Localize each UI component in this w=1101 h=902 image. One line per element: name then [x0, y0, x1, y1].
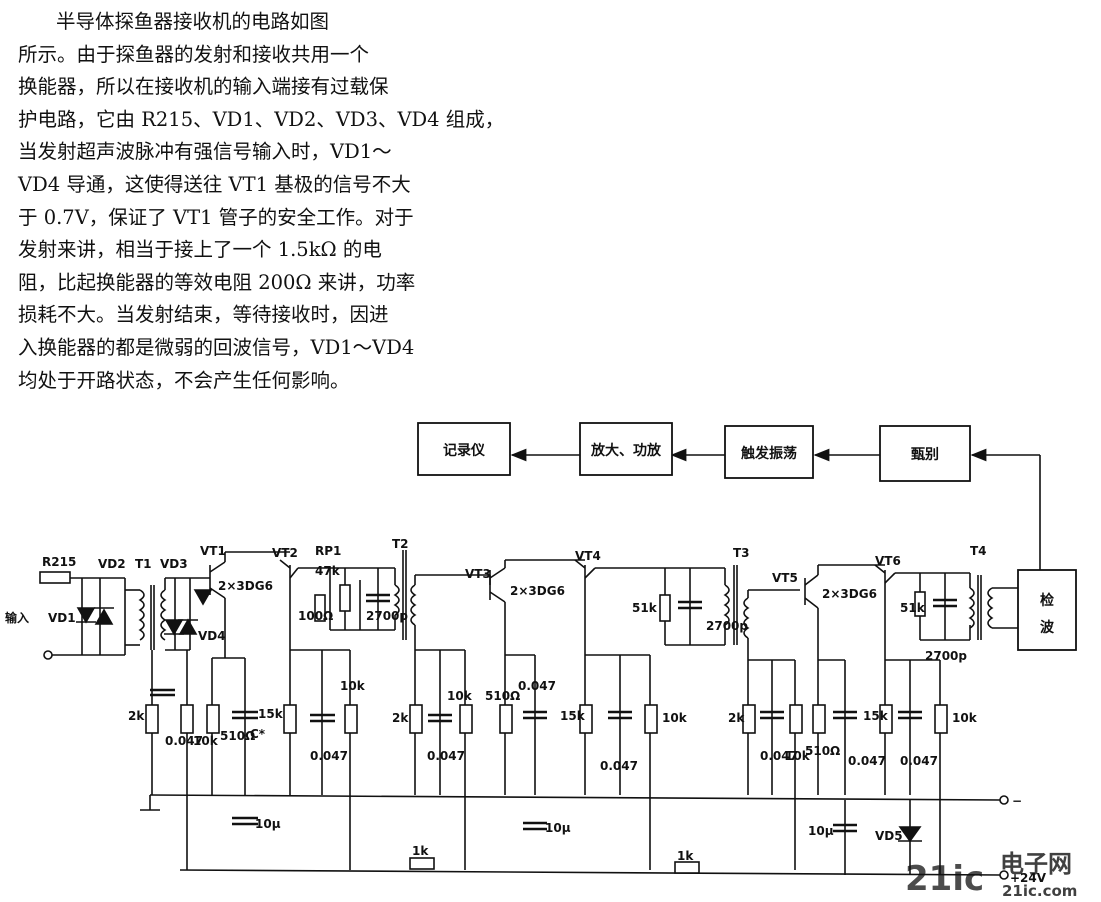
- r10k-c-label: 10k: [447, 689, 473, 703]
- r1k-a-label: 1k: [412, 844, 429, 858]
- detector-block-line2: 波: [1040, 619, 1055, 636]
- vd4-label: VD4: [198, 629, 226, 643]
- r15k-a-label: 15k: [560, 709, 586, 723]
- detector-block-line1: 检: [1040, 592, 1054, 609]
- text-line: 所示。由于探鱼器的发射和接收共用一个: [18, 42, 370, 66]
- r510-c-label: 510Ω: [805, 744, 840, 758]
- text-line: 均处于开路状态，不会产生任何影响。: [18, 368, 350, 392]
- watermark-domain: 21ic.com: [1002, 882, 1077, 900]
- vd2-label: VD2: [98, 557, 126, 571]
- text-line: 于 0.7V，保证了 VT1 管子的安全工作。对于: [18, 205, 414, 229]
- vd1-label: VD1: [48, 611, 76, 625]
- c2700b-label: 2700p: [706, 619, 748, 633]
- t2-label: T2: [392, 537, 409, 551]
- pair2-label: 2×3DG6: [510, 584, 565, 598]
- text-line: 入换能器的都是微弱的回波信号，VD1～VD4: [18, 335, 415, 359]
- component-labels: 输入 R215 VD1 VD2 T1 VD3 VD4 VT1 2×3DG6 VT…: [5, 537, 1047, 885]
- capacitors: [150, 593, 957, 833]
- c15k-label: 15k: [258, 707, 284, 721]
- r10k-b-label: 10k: [340, 679, 366, 693]
- description-text: 半导体探鱼器接收机的电路如图 所示。由于探鱼器的发射和接收共用一个 换能器，所以…: [18, 6, 505, 397]
- resistor-r215: [39, 571, 71, 584]
- r51k-b-label: 51k: [900, 601, 926, 615]
- vt5-label: VT5: [772, 571, 798, 585]
- text-line: 发射来讲，相当于接上了一个 1.5kΩ 的电: [18, 238, 382, 262]
- text-line: 当发射超声波脉冲有强信号输入时，VD1～: [18, 140, 392, 164]
- amplifier-block: 放大、功放: [590, 442, 662, 459]
- rp1-value-label: 47k: [315, 564, 341, 578]
- text-line: 半导体探鱼器接收机的电路如图: [56, 10, 330, 33]
- wiring: [50, 448, 1041, 876]
- r10k-f-label: 10k: [952, 711, 978, 725]
- r10k-e-label: 10k: [785, 749, 811, 763]
- trigger-oscillator-block: 触发振荡: [740, 445, 797, 462]
- text-line: VD4 导通，这使得送往 VT1 基极的信号不大: [18, 172, 411, 196]
- watermark: 21ic 电子网 21ic.com: [905, 850, 1077, 900]
- c10u-a-label: 10μ: [255, 817, 281, 831]
- t4-label: T4: [970, 544, 987, 558]
- c10u-b-label: 10μ: [545, 821, 571, 835]
- minus-label: −: [1012, 794, 1022, 808]
- c047-b-label: 0.047: [310, 749, 348, 763]
- t1-label: T1: [135, 557, 152, 571]
- vt6-label: VT6: [875, 554, 901, 568]
- t3-label: T3: [733, 546, 750, 560]
- plus24v-label: +24V: [1010, 871, 1047, 885]
- c047-g-label: 0.047: [848, 754, 886, 768]
- c10u-c-label: 10μ: [808, 824, 834, 838]
- r2k-c-label: 2k: [728, 711, 745, 725]
- vd3-label: VD3: [160, 557, 188, 571]
- r51k-a-label: 51k: [632, 601, 658, 615]
- r10k-d-label: 10k: [662, 711, 688, 725]
- r215-label: R215: [42, 555, 76, 569]
- r510-a-label: 510Ω: [220, 729, 255, 743]
- c2700a-label: 2700p: [366, 609, 408, 623]
- r10k-a-label: 10k: [193, 734, 219, 748]
- text-line: 损耗不大。当发射结束，等待接收时，因进: [18, 303, 389, 327]
- text-line: 换能器，所以在接收机的输入端接有过载保: [18, 75, 389, 99]
- pair1-label: 2×3DG6: [218, 579, 273, 593]
- block-diagram: 记录仪 放大、功放 触发振荡 甄别 检 波: [417, 422, 1077, 651]
- c047-f-label: 0.047: [760, 749, 798, 763]
- rp1-label: RP1: [315, 544, 341, 558]
- cstar-label: C*: [250, 727, 266, 741]
- r1k-b-label: 1k: [677, 849, 694, 863]
- c047-d-label: 0.047: [518, 679, 556, 693]
- input-label: 输入: [5, 610, 29, 625]
- r15k-b-label: 15k: [863, 709, 889, 723]
- vt1-label: VT1: [200, 544, 226, 558]
- vt2-label: VT2: [272, 546, 298, 560]
- vt4-label: VT4: [575, 549, 601, 563]
- c2700c-label: 2700p: [925, 649, 967, 663]
- c047-c-label: 0.047: [427, 749, 465, 763]
- r100-label: 100Ω: [298, 609, 333, 623]
- watermark-logo: 21ic: [905, 859, 984, 899]
- watermark-brand: 电子网: [1000, 850, 1072, 878]
- recorder-block: 记录仪: [443, 443, 486, 459]
- vt3-label: VT3: [465, 567, 491, 581]
- discriminator-block: 甄别: [911, 447, 939, 463]
- pair3-label: 2×3DG6: [822, 587, 877, 601]
- c047-e-label: 0.047: [600, 759, 638, 773]
- r2k-b-label: 2k: [392, 711, 409, 725]
- components: [39, 571, 1009, 880]
- c047-a-label: 0.047: [165, 734, 203, 748]
- text-line: 护电路，它由 R215、VD1、VD2、VD3、VD4 组成，: [18, 107, 505, 131]
- vd5-label: VD5: [875, 829, 903, 843]
- r2k-a-label: 2k: [128, 709, 145, 723]
- r510-b-label: 510Ω: [485, 689, 520, 703]
- c047-h-label: 0.047: [900, 754, 938, 768]
- text-line: 阻，比起换能器的等效电阻 200Ω 来讲，功率: [18, 270, 416, 294]
